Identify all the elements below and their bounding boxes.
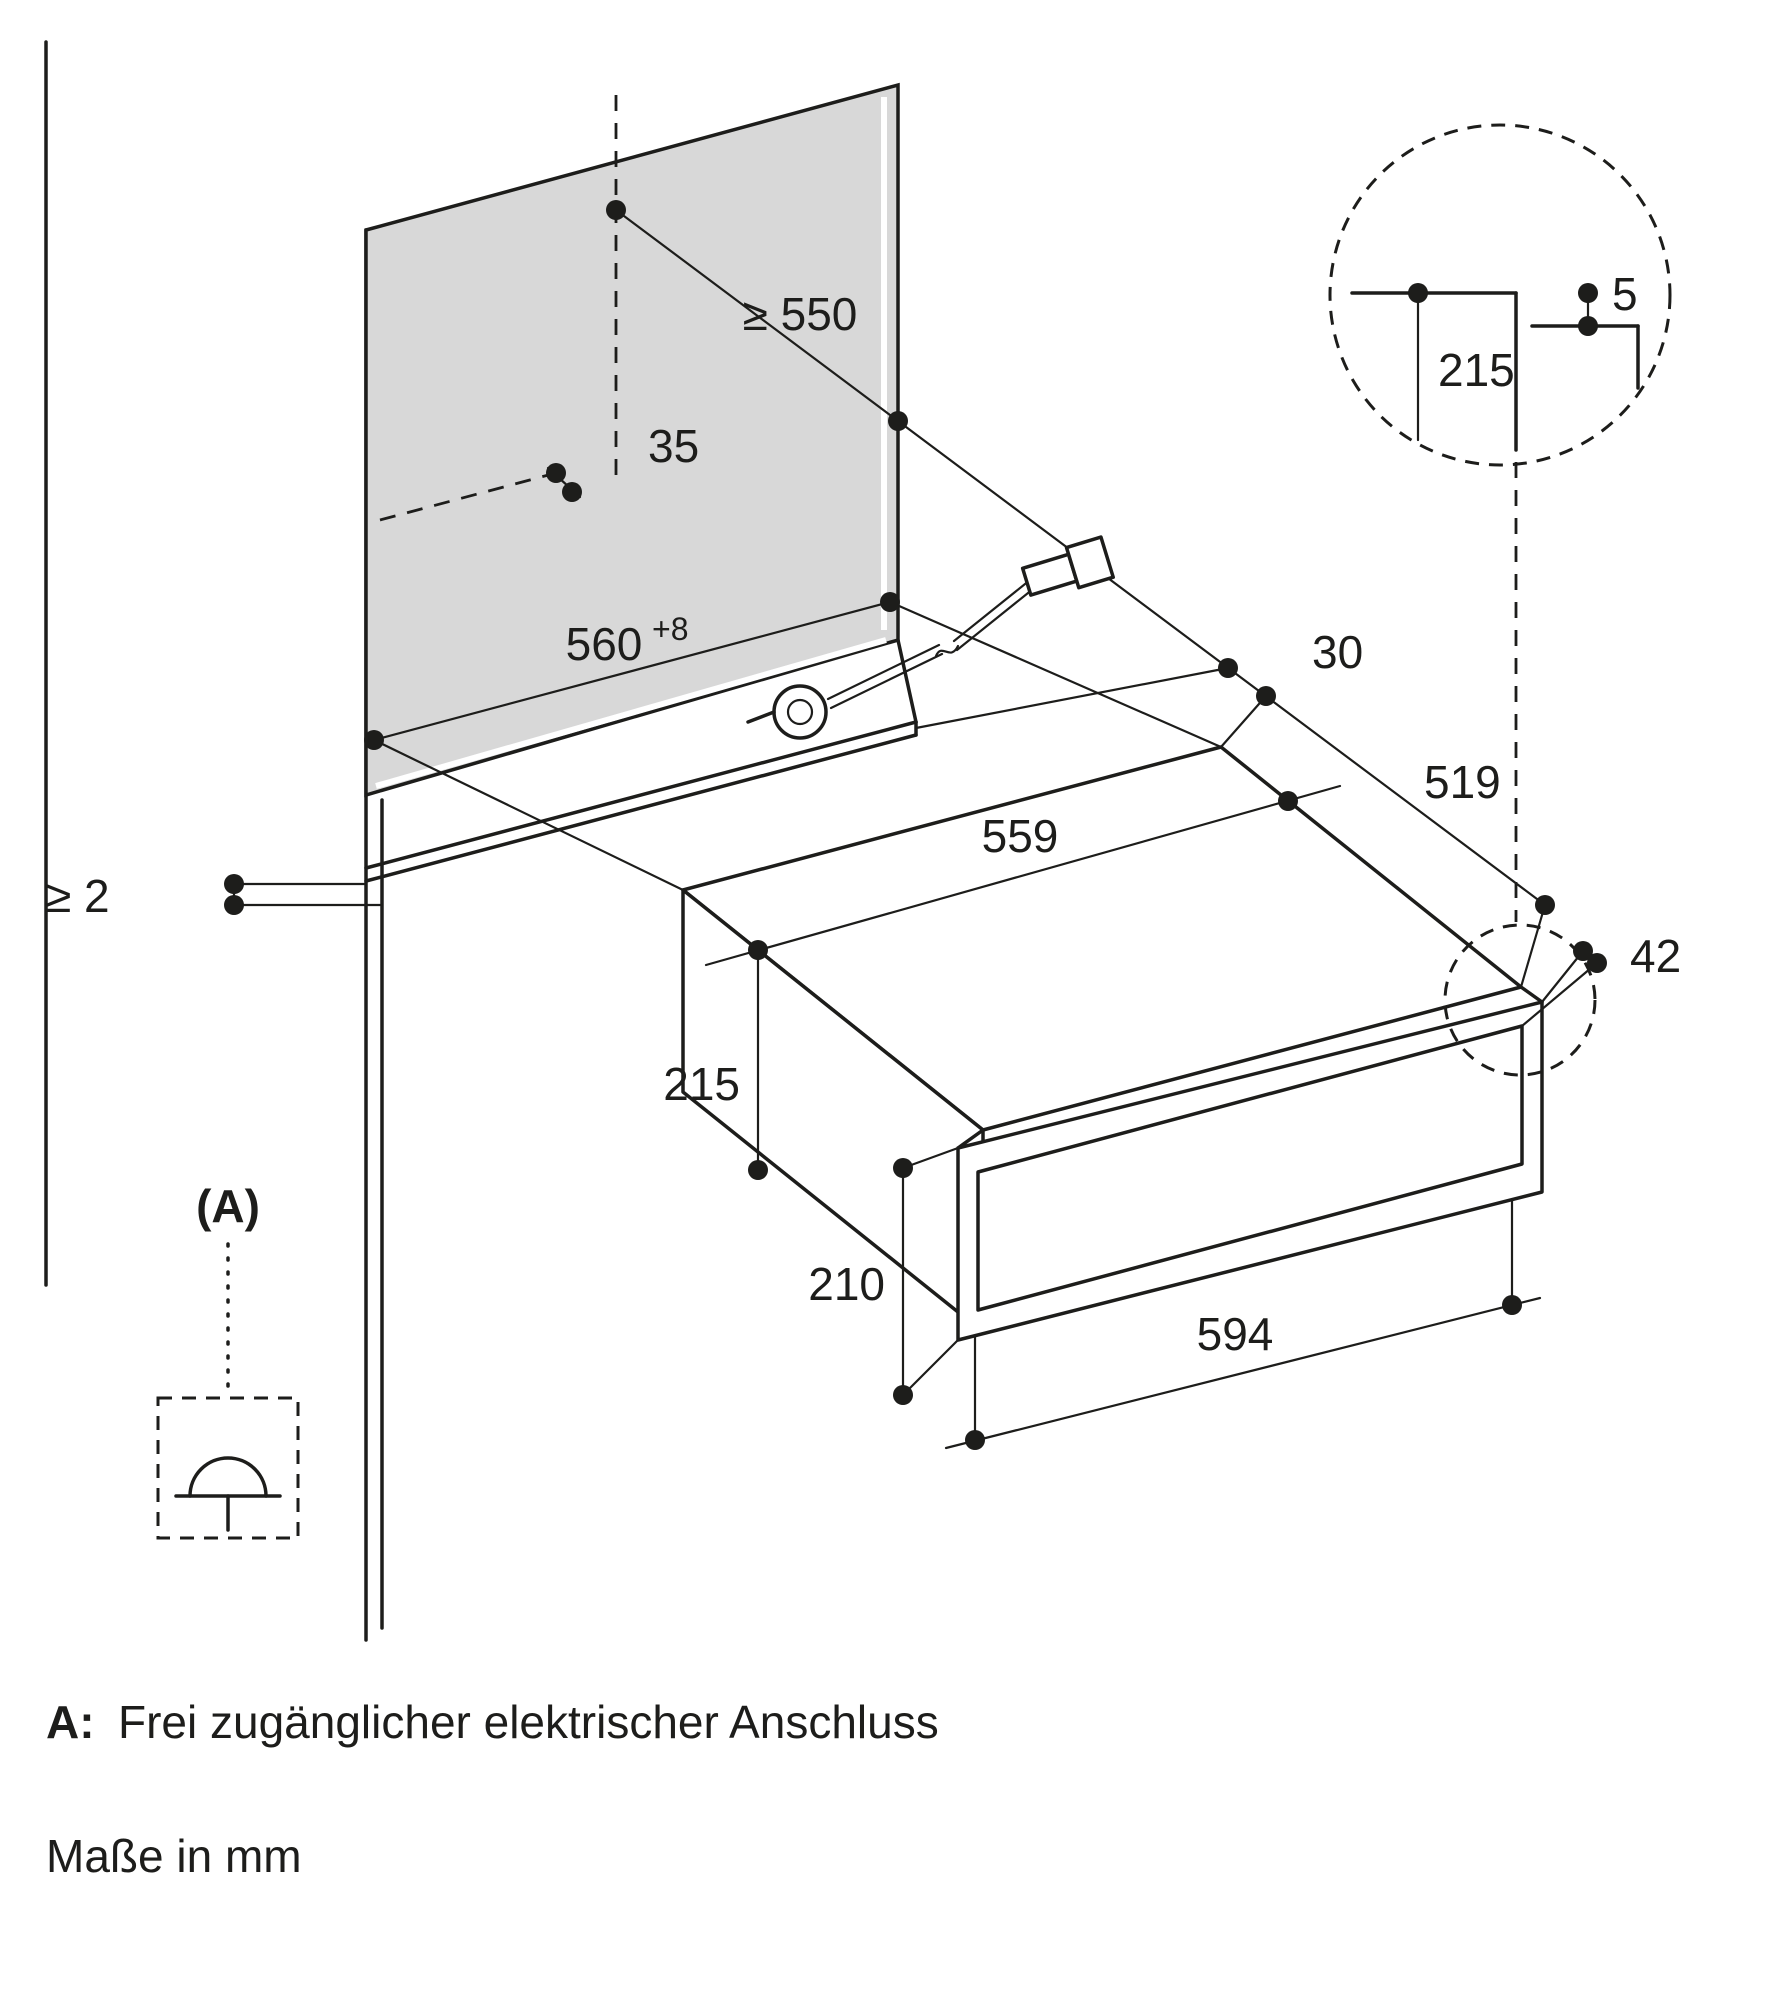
front-panel-inner xyxy=(976,1024,1524,1312)
width-594-line xyxy=(944,1296,1542,1450)
legend: A: Frei zugänglicher elektrischer Anschl… xyxy=(46,1696,939,1882)
leader-42-b xyxy=(1520,961,1599,1028)
side-clearance-dimension xyxy=(232,882,384,907)
cable-line-1b xyxy=(829,652,944,710)
socket-symbol-dome xyxy=(188,1456,268,1498)
projection-right xyxy=(888,600,1223,749)
dim-side-clearance: ≥ 2 xyxy=(46,870,110,922)
counter-front-bottom xyxy=(364,733,918,883)
leader-appliance-back xyxy=(1219,694,1268,749)
wall-lines xyxy=(44,40,384,1642)
dot-gap2-top xyxy=(224,874,244,894)
cable-grommet-inner xyxy=(786,698,814,726)
dot-hole-b xyxy=(562,482,582,502)
dim-niche-width: 560 xyxy=(566,618,643,670)
plug-head xyxy=(1064,535,1115,590)
leader-rear-clearance xyxy=(914,666,1230,730)
dot-depth-niche-front xyxy=(888,411,908,431)
dim-detail-top-gap: 5 xyxy=(1612,268,1638,320)
dim-corner-detail: 42 xyxy=(1630,930,1681,982)
dot-detail-gap-bottom xyxy=(1578,316,1598,336)
dot-gap30-b xyxy=(1256,686,1276,706)
dot-559-left xyxy=(748,940,768,960)
counter-side-edge xyxy=(896,638,918,724)
dashed-hole-offset xyxy=(379,471,557,522)
mains-connection xyxy=(746,535,1115,740)
corner-detail-circle xyxy=(1443,923,1597,1077)
dim-appliance-height-back: 215 xyxy=(663,1058,740,1110)
dim-niche-depth: ≥ 550 xyxy=(743,288,858,340)
dot-gap2-bottom xyxy=(224,895,244,915)
appliance-dimensions xyxy=(704,784,1599,1450)
legend-a-prefix: A: xyxy=(46,1696,95,1748)
niche-panel-face xyxy=(364,82,900,798)
dim-appliance-depth: 519 xyxy=(1424,756,1501,808)
cable-grommet-tail xyxy=(746,710,776,724)
dot-210-bottom xyxy=(893,1385,913,1405)
dim-appliance-width: 559 xyxy=(982,810,1059,862)
dot-594-right xyxy=(1502,1295,1522,1315)
leader-42-a xyxy=(1540,949,1585,1004)
niche-panel-edge-highlight-bottom xyxy=(375,637,887,789)
dot-215-bottom xyxy=(748,1160,768,1180)
dot-210-top xyxy=(893,1158,913,1178)
dot-detail-gap-top xyxy=(1578,283,1598,303)
niche-back-panel xyxy=(364,82,900,798)
width-559-line xyxy=(704,784,1342,967)
construction-lines xyxy=(379,95,1518,922)
dim-front-panel-width: 594 xyxy=(1197,1308,1274,1360)
cable-line-2b xyxy=(955,587,1035,652)
leader-appliance-front xyxy=(1519,903,1547,989)
units-note: Maße in mm xyxy=(46,1830,302,1882)
connection-marker xyxy=(156,1242,300,1540)
dim-rear-clearance: 30 xyxy=(1312,626,1363,678)
mains-plug xyxy=(1020,535,1115,597)
dot-42-b xyxy=(1587,953,1607,973)
dot-depth-end xyxy=(1535,895,1555,915)
niche-width-line xyxy=(372,600,892,742)
connection-marker-label: (A) xyxy=(196,1180,260,1232)
cable-line-1a xyxy=(826,643,941,701)
projection-left xyxy=(372,738,685,892)
dot-gap30-a xyxy=(1218,658,1238,678)
dim-cable-hole-offset: 35 xyxy=(648,420,699,472)
counter-front-top xyxy=(364,720,918,870)
counter-edge xyxy=(364,638,918,883)
dot-560-right xyxy=(880,592,900,612)
dot-594-left xyxy=(965,1430,985,1450)
socket-dashed-box xyxy=(156,1396,300,1540)
appliance-front-panel xyxy=(956,985,1544,1342)
cable-break-symbol xyxy=(934,644,960,658)
measurement-dots xyxy=(224,200,1607,1450)
legend-a-text: Frei zugänglicher elektrischer Anschluss xyxy=(118,1696,939,1748)
panel-step-right xyxy=(1519,985,1544,1004)
dot-42-a xyxy=(1573,941,1593,961)
cable-line-2a xyxy=(952,578,1032,643)
dot-559-right xyxy=(1278,791,1298,811)
niche-width-dimension xyxy=(372,600,1223,892)
leader-210-bottom xyxy=(901,1338,960,1397)
panel-step-left xyxy=(956,1128,985,1150)
dimension-labels: ≥ 550 35 560 +8 ≥ 2 30 519 559 42 215 21… xyxy=(46,268,1681,1360)
dim-niche-width-tolerance: +8 xyxy=(652,611,688,647)
dot-560-left xyxy=(364,730,384,750)
dot-hole-a xyxy=(546,463,566,483)
dot-detail-height xyxy=(1408,283,1428,303)
dot-depth-start xyxy=(606,200,626,220)
detail-circle xyxy=(1328,123,1672,467)
dim-detail-niche-height: 215 xyxy=(1438,344,1515,396)
cable-grommet-outer xyxy=(772,684,828,740)
dim-front-panel-height: 210 xyxy=(808,1258,885,1310)
